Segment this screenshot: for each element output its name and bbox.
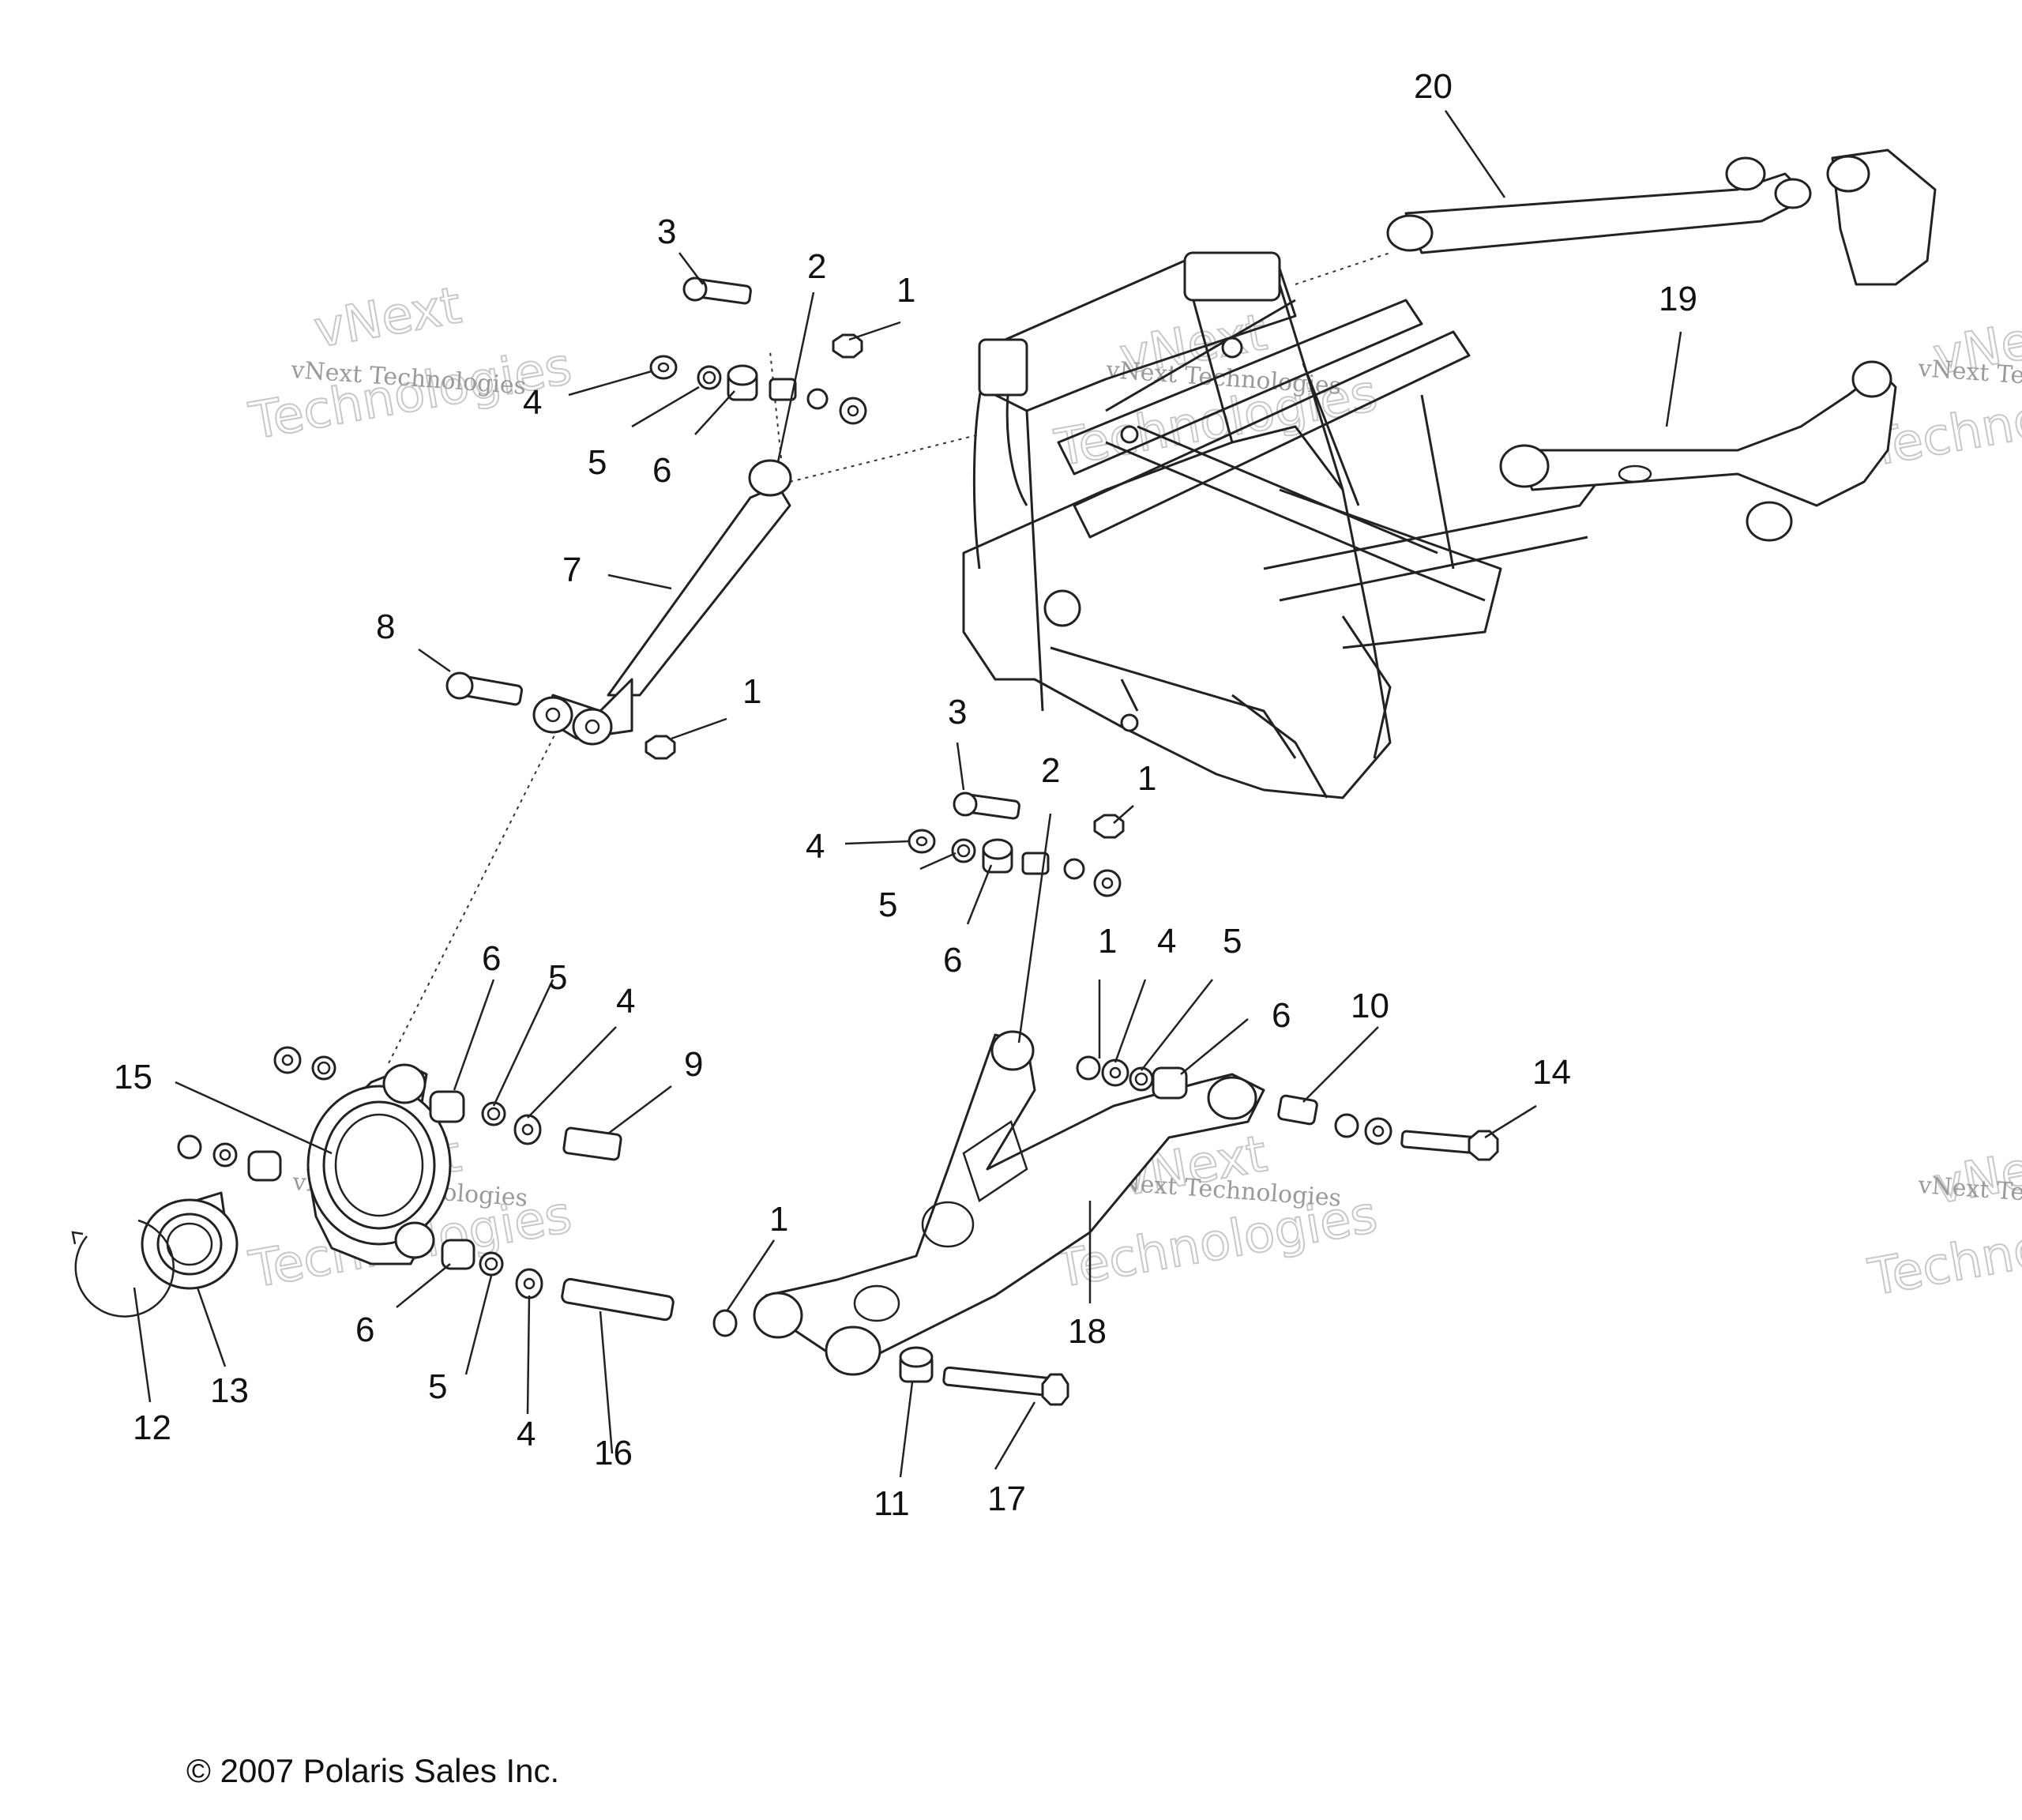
copyright-notice: © 2007 Polaris Sales Inc. xyxy=(186,1752,559,1789)
part-11-17-bushing-bolt xyxy=(712,1309,1069,1406)
part-20-upper-link xyxy=(1386,149,1937,286)
callout-label: 16 xyxy=(594,1434,633,1472)
callout-label: 4 xyxy=(523,383,542,422)
callouts: 20 19 3 2 1 4 5 6 7 8 1 3 2 1 4 5 6 1 4 … xyxy=(114,67,1697,1523)
callout-label: 6 xyxy=(355,1310,374,1349)
callout-label: 6 xyxy=(482,939,501,978)
callout-label: 4 xyxy=(517,1415,536,1453)
callout-label: 5 xyxy=(588,443,607,482)
callout-label: 7 xyxy=(562,551,581,589)
callout-label: 1 xyxy=(896,271,915,310)
callout-label: 1 xyxy=(742,672,761,711)
callout-label: 11 xyxy=(874,1484,910,1523)
arm-right-hardware xyxy=(1076,1055,1499,1161)
chassis-frame xyxy=(962,251,1605,799)
alignment-lines xyxy=(386,252,1391,1067)
upper-hardware-top xyxy=(649,276,867,425)
callout-label: 9 xyxy=(684,1045,703,1084)
callout-label: 8 xyxy=(376,607,395,646)
callout-label: 19 xyxy=(1659,280,1697,318)
callout-label: 5 xyxy=(548,958,567,997)
callout-label: 5 xyxy=(878,886,897,924)
knuckle-hardware xyxy=(429,1090,675,1322)
watermark-line1: vNext Technologies xyxy=(1916,355,2022,399)
callout-label: 10 xyxy=(1351,987,1389,1025)
callout-label: 2 xyxy=(807,247,826,286)
part-15-knuckle xyxy=(273,1046,452,1265)
leader-lines xyxy=(133,110,1682,1478)
watermark-line2: vNext xyxy=(310,276,465,359)
callout-label: 1 xyxy=(1137,759,1156,798)
callout-label: 4 xyxy=(806,827,825,866)
upper-hardware-mid xyxy=(908,792,1125,897)
callout-label: 6 xyxy=(943,941,962,980)
callout-label: 1 xyxy=(769,1200,788,1239)
callout-label: 13 xyxy=(210,1371,249,1410)
callout-label: 4 xyxy=(616,982,635,1021)
part-8-bolt xyxy=(445,671,676,760)
part-12-snap-ring xyxy=(71,1219,175,1318)
callout-label: 14 xyxy=(1532,1053,1571,1092)
callout-label: 4 xyxy=(1157,922,1176,961)
callout-label: 15 xyxy=(114,1058,152,1096)
part-7-link xyxy=(532,459,792,746)
part-19-control-arm xyxy=(1499,360,1897,542)
callout-label: 17 xyxy=(987,1480,1026,1518)
callout-label: 20 xyxy=(1414,67,1453,106)
callout-label: 18 xyxy=(1068,1312,1107,1351)
callout-label: 6 xyxy=(1272,996,1291,1035)
callout-label: 3 xyxy=(948,693,967,731)
callout-label: 1 xyxy=(1098,922,1117,961)
callout-label: 5 xyxy=(428,1367,447,1406)
callout-label: 2 xyxy=(1041,751,1060,790)
callout-label: 5 xyxy=(1223,922,1242,961)
callout-label: 12 xyxy=(133,1408,171,1447)
callout-label: 3 xyxy=(657,212,676,251)
callout-label: 6 xyxy=(652,451,671,490)
